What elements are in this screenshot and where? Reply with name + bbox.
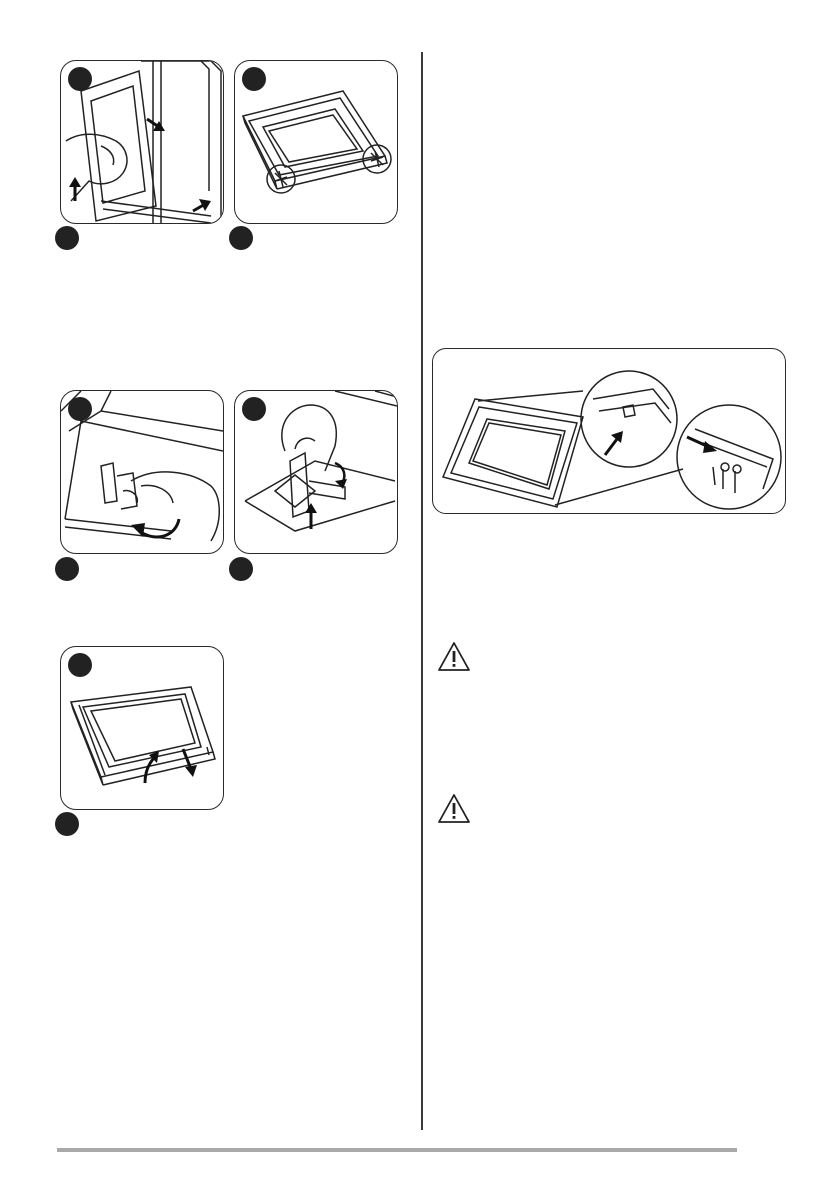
figure-2-top-badge	[242, 67, 266, 91]
figure-3-bottom-badge	[55, 557, 79, 581]
column-divider	[421, 52, 423, 1130]
figure-5-top-badge	[68, 653, 92, 677]
figure-4-top-badge	[242, 397, 266, 421]
arrow-up-icon	[69, 177, 81, 201]
warning-triangle-icon	[436, 640, 472, 674]
arrow-icon	[605, 431, 717, 455]
figure-6-illustration	[433, 349, 785, 513]
warning-triangle-icon	[436, 792, 472, 826]
warning-1	[436, 640, 472, 674]
warning-2	[436, 792, 472, 826]
figure-3-top-badge	[68, 397, 92, 421]
rotate-arrow-icon	[131, 519, 179, 537]
arrow-down-icon	[147, 119, 211, 211]
figure-4-bottom-badge	[229, 557, 253, 581]
figure-5-bottom-badge	[55, 812, 79, 836]
figure-2-bottom-badge	[229, 226, 253, 250]
arrow-up-icon	[145, 751, 159, 783]
figure-6-panel	[432, 348, 786, 514]
figure-1-bottom-badge	[55, 226, 79, 250]
footer-bar	[57, 1148, 737, 1152]
figure-1-top-badge	[68, 67, 92, 91]
